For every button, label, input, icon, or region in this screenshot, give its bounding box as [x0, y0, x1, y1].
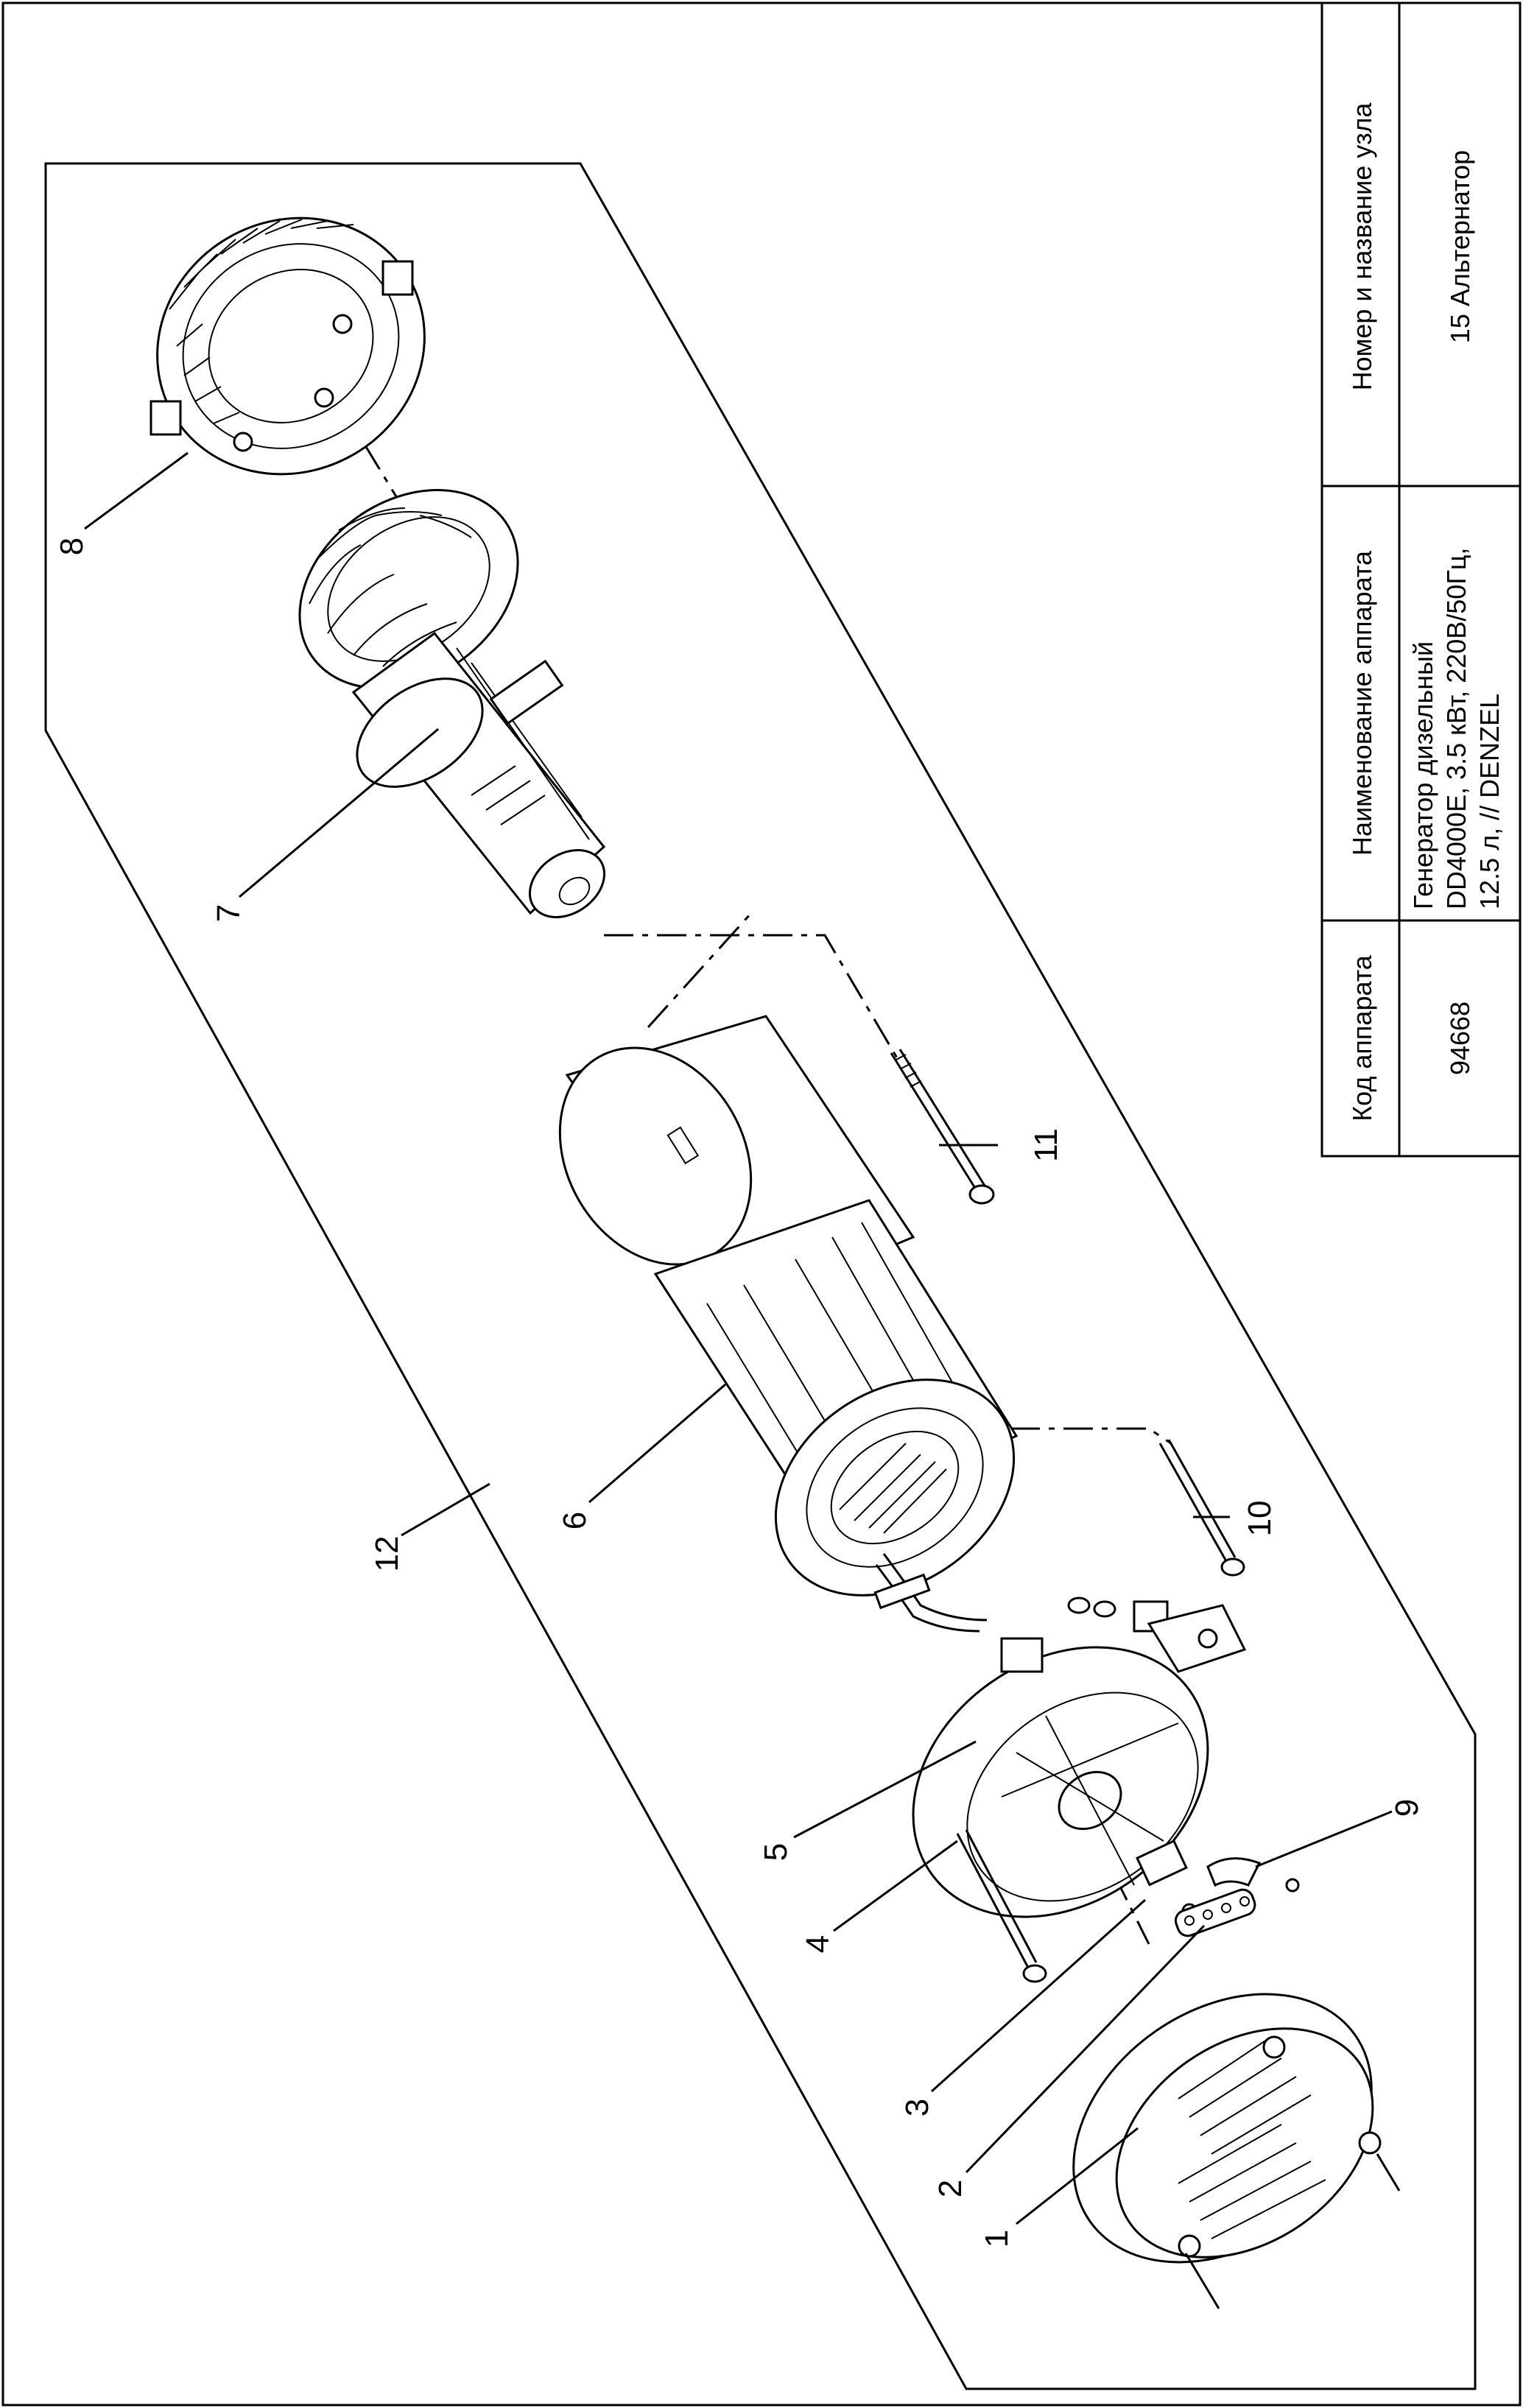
part-5-end-bracket: [912, 1596, 1247, 1918]
callout-2: 2: [932, 2180, 968, 2197]
name-line-1: Генератор дизельный: [1408, 641, 1438, 909]
leader-lines: [84, 451, 1393, 2225]
code-value: 94668: [1445, 1001, 1475, 1075]
part-8-fan-housing: [150, 216, 426, 476]
callout-12: 12: [369, 1536, 405, 1572]
callout-3: 3: [899, 2099, 935, 2116]
part-9-cover: [1206, 1857, 1300, 1893]
callout-6: 6: [557, 1512, 593, 1529]
code-header: Код аппарата: [1347, 954, 1377, 1122]
callout-8: 8: [54, 538, 90, 555]
part-7-rotor: [298, 489, 606, 918]
part-4-bolt: [956, 1829, 1047, 1983]
name-line-2: DD4000E, 3.5 кВт, 220В/50Гц,: [1441, 548, 1471, 909]
name-line-3: 12.5 л, // DENZEL: [1474, 694, 1505, 909]
callout-labels: 8 7 11 12 6 10 9 5 4 3 2 1: [54, 538, 1425, 2247]
callout-11: 11: [1028, 1128, 1064, 1162]
callout-1: 1: [979, 2230, 1015, 2247]
title-block: Код аппарата 94668 Наименование аппарата…: [1320, 1, 1522, 1158]
callout-10: 10: [1242, 1501, 1278, 1537]
callout-5: 5: [758, 1843, 794, 1861]
callout-9: 9: [1389, 1799, 1425, 1817]
part-11-bolt: [890, 1049, 995, 1205]
part-1-end-cover: [1072, 1993, 1401, 2309]
unit-header: Номер и название узла: [1347, 102, 1377, 391]
assembly-outline: [44, 162, 1477, 2390]
part-10-bolt: [1158, 1439, 1245, 1577]
callout-4: 4: [800, 1935, 836, 1953]
part-6-stator: [558, 1015, 1019, 1633]
callout-7: 7: [211, 904, 247, 922]
name-header: Наименование аппарата: [1347, 550, 1377, 856]
unit-value: 15 Альтернатор: [1445, 150, 1475, 343]
part-2-terminal-block: [1174, 1888, 1256, 1937]
